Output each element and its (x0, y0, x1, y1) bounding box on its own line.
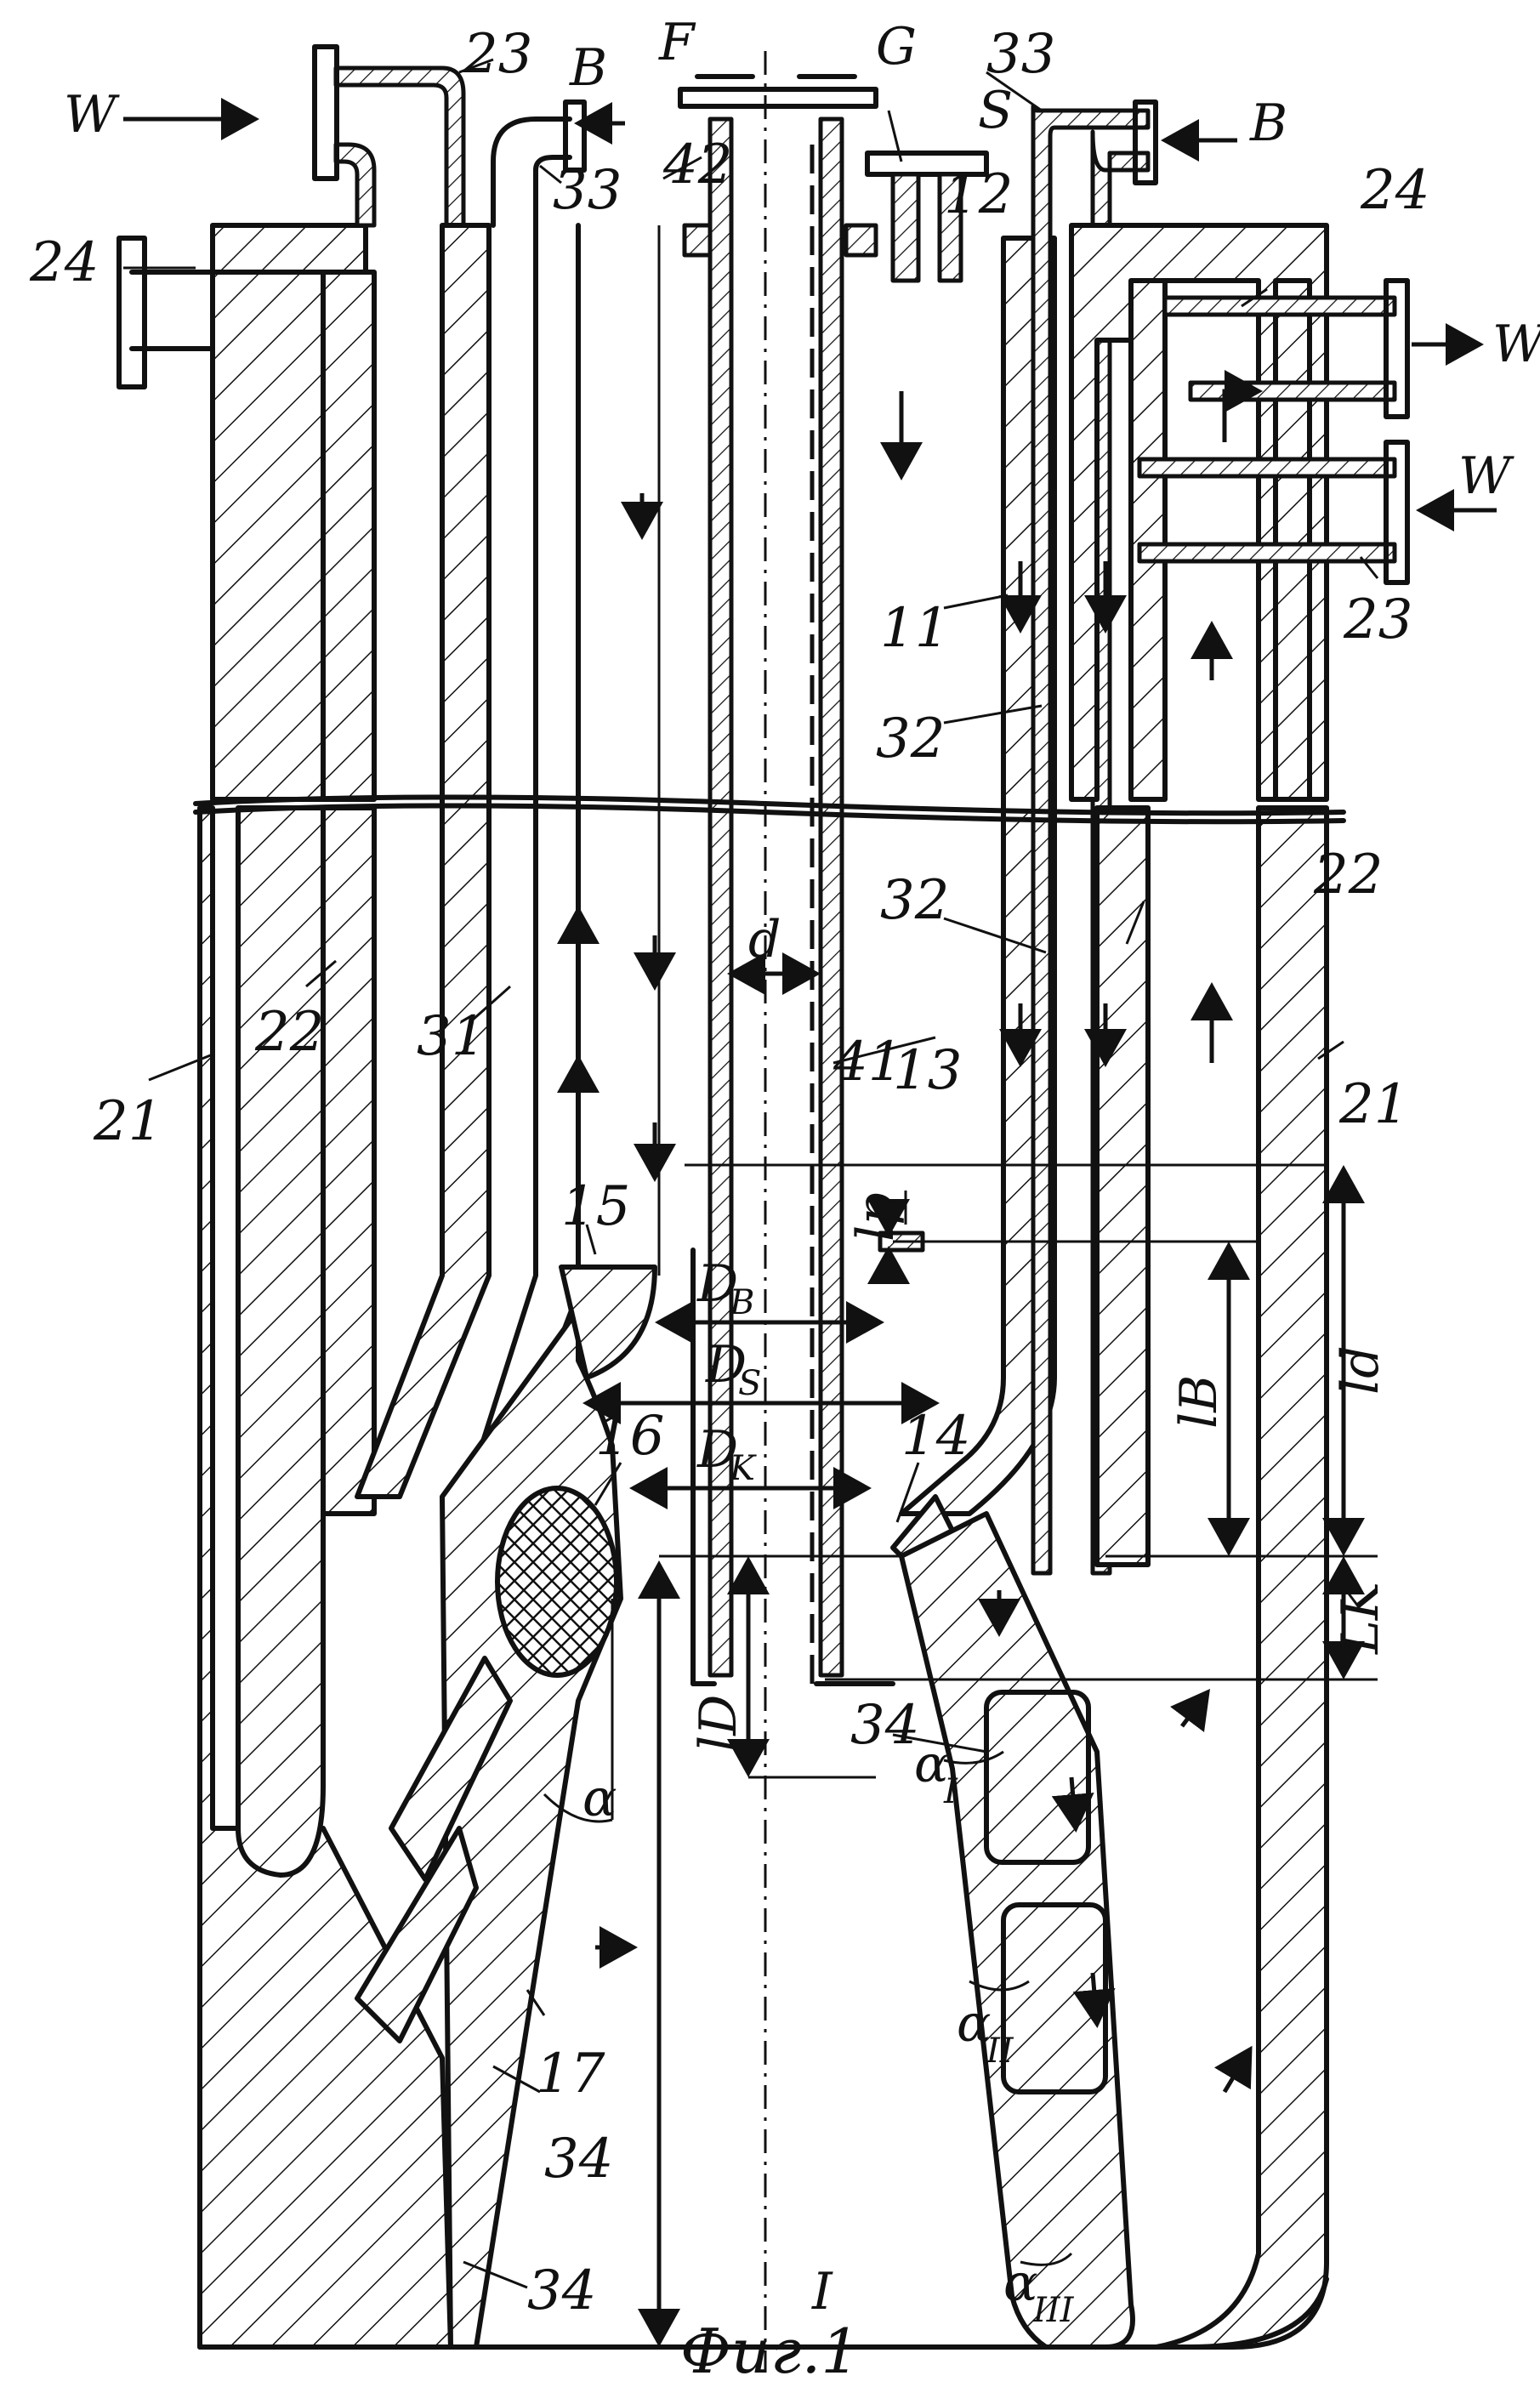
dimensions (543, 952, 1378, 2347)
label-D-B: D (696, 1254, 738, 1314)
label-W-left: W (64, 85, 120, 145)
break-line-2 (193, 803, 1346, 825)
bottom-edge (197, 2276, 1329, 2350)
label-I: I (811, 2262, 833, 2322)
label-32-b: 32 (880, 869, 949, 932)
label-21-left: 21 (93, 1090, 162, 1153)
label-B-right: B (1249, 94, 1287, 153)
label-15: 15 (561, 1175, 630, 1238)
label-alpha-I: α (914, 1735, 949, 1794)
right-body (865, 99, 1410, 2350)
insert-15 (559, 1265, 657, 1380)
label-l-d: ld (1331, 1345, 1390, 1395)
flow-arrows (123, 98, 1497, 2094)
figure-caption: Фиг.1 (680, 2316, 860, 2387)
label-34-a: 34 (850, 1694, 919, 1757)
label-W-right-bottom: W (1458, 446, 1514, 506)
label-41: 41 (833, 1031, 902, 1094)
label-d: d (748, 910, 781, 969)
label-14: 14 (901, 1405, 970, 1468)
label-12: 12 (944, 163, 1013, 226)
label-24-left: 24 (29, 231, 99, 294)
label-W-right-top: W (1492, 315, 1540, 374)
break-line (193, 794, 1346, 816)
label-alpha-III-sub: III (1032, 2291, 1075, 2330)
label-alpha: α (582, 1769, 617, 1828)
insert-16 (495, 1486, 619, 1678)
label-l-B: lB (1169, 1375, 1229, 1429)
label-17: 17 (536, 2043, 605, 2106)
label-G: G (876, 17, 917, 77)
label-13: 13 (893, 1039, 962, 1102)
label-alpha-III: α (1003, 2253, 1038, 2313)
central-lance (657, 51, 895, 2373)
label-42: 42 (662, 134, 732, 196)
label-11: 11 (880, 597, 949, 660)
label-l-D: lD (689, 1695, 748, 1752)
label-21-right: 21 (1338, 1073, 1408, 1136)
label-23-left: 23 (463, 23, 532, 86)
label-23-right: 23 (1343, 588, 1412, 651)
labels: W B B W W F G S I d α α I α II α III D B… (29, 13, 1540, 2387)
label-D-K-sub: K (729, 1449, 757, 1488)
label-D-K: D (696, 1420, 738, 1480)
label-alpha-I-sub: I (943, 1772, 958, 1811)
label-31: 31 (417, 1005, 486, 1068)
label-D-S-sub: S (738, 1364, 761, 1403)
label-l-p: lp (846, 1192, 906, 1242)
label-F: F (658, 13, 696, 72)
label-22-left: 22 (254, 1001, 324, 1064)
label-D-B-sub: B (729, 1283, 754, 1322)
label-16: 16 (595, 1405, 664, 1468)
label-alpha-II-sub: II (986, 2032, 1014, 2071)
label-32-a: 32 (876, 708, 945, 770)
label-B-left: B (569, 38, 607, 98)
label-24-right: 24 (1360, 159, 1429, 222)
label-D-S: D (705, 1335, 747, 1395)
label-34-c: 34 (527, 2259, 596, 2322)
label-22-right: 22 (1313, 844, 1383, 906)
leader-lines (123, 58, 1379, 2289)
label-34-b: 34 (544, 2128, 613, 2191)
label-S: S (978, 81, 1013, 140)
label-alpha-II: α (957, 1994, 992, 2054)
label-33-right: 33 (986, 23, 1055, 86)
label-33-left: 33 (553, 159, 622, 222)
label-L-K: LK (1331, 1579, 1390, 1655)
